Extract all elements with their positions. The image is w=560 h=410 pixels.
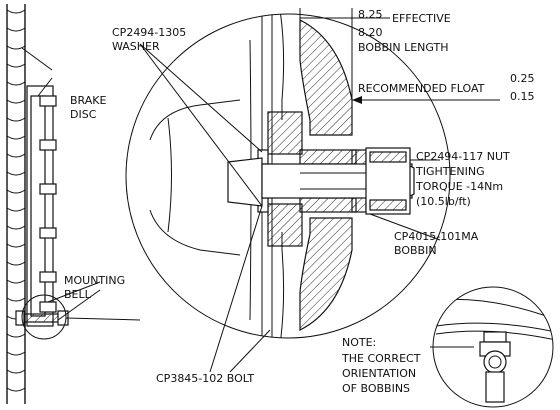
torque-label: TORQUE -14Nm xyxy=(415,180,503,193)
tightening-label: TIGHTENING xyxy=(415,165,485,178)
disc-side-view xyxy=(6,4,69,404)
float-lower-value: 0.15 xyxy=(510,90,535,103)
enlarged-section-view xyxy=(125,8,500,339)
effective-label: EFFECTIVE xyxy=(392,12,451,25)
washer-part-label: CP2494-1305 xyxy=(112,26,186,39)
recommended-float-label: RECOMMENDED FLOAT xyxy=(358,82,485,95)
bobbin-length-label: BOBBIN LENGTH xyxy=(358,41,449,54)
mounting-bell-plate xyxy=(15,85,69,327)
note-line-2: ORIENTATION xyxy=(342,367,416,380)
note-line-1: THE CORRECT xyxy=(341,352,421,365)
nut-part-label: CP2494-117 NUT xyxy=(416,150,510,163)
effective-upper-value: 8.25 xyxy=(358,8,383,21)
bell-label: BELL xyxy=(64,288,92,301)
detail-circle-small xyxy=(21,294,67,340)
note-line-3: OF BOBBINS xyxy=(342,382,410,395)
dimension-lines xyxy=(299,8,500,130)
float-upper-value: 0.25 xyxy=(510,72,535,85)
disc-outer-edge xyxy=(6,4,26,404)
leader-lines xyxy=(21,43,441,373)
bobbin-part-label: CP4015-101MA xyxy=(394,230,479,243)
bobbin-name-label: BOBBIN xyxy=(394,244,437,257)
mounting-label: MOUNTING xyxy=(64,274,125,287)
bolt-label: CP3845-102 BOLT xyxy=(156,372,254,385)
callout-labels: CP2494-1305 WASHER BRAKE DISC 8.25 EFFEC… xyxy=(64,8,535,395)
nut-callout-box xyxy=(365,147,411,215)
washer-name-label: WASHER xyxy=(112,40,160,53)
torque-alt-label: (10.5lb/ft) xyxy=(416,195,471,208)
disc-label: DISC xyxy=(70,108,97,121)
note-title: NOTE: xyxy=(342,336,376,349)
effective-lower-value: 8.20 xyxy=(358,26,383,39)
brake-label: BRAKE xyxy=(70,94,106,107)
bobbin-orientation-detail xyxy=(430,286,554,408)
